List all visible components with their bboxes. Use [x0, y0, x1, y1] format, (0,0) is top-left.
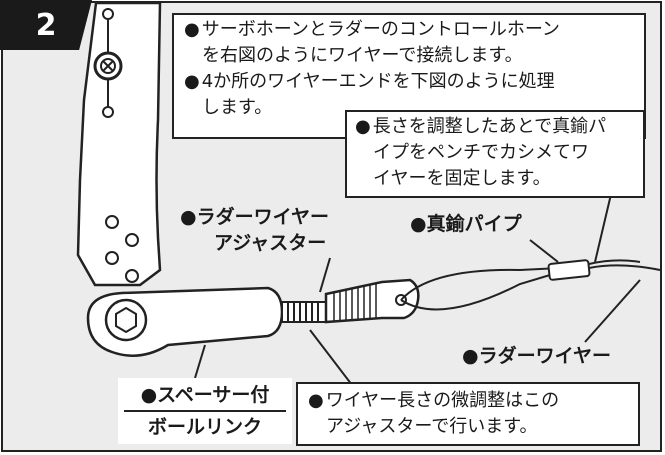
rod-threads — [287, 302, 319, 322]
ball-link-label: ●スペーサー付 ボールリンク — [118, 378, 292, 444]
label-line: ●ラダーワイヤー — [462, 345, 612, 367]
note-line: イヤーを固定します。 — [373, 168, 551, 189]
rudder-wire-label: ●ラダーワイヤー — [462, 343, 611, 369]
leader-lines — [194, 189, 641, 386]
bullet-icon: ● — [184, 19, 200, 40]
phillips-screw-icon — [93, 51, 123, 81]
note-line: します。 — [202, 97, 273, 118]
adjuster-knurl — [333, 284, 377, 322]
bullet-icon: ● — [355, 116, 371, 137]
brass-pipe-note: ●長さを調整したあとで真鍮パ イプをペンチでカシメてワ イヤーを固定します。 — [345, 110, 645, 198]
label-line: ●真鍮パイプ — [410, 213, 522, 235]
wire-loop — [400, 271, 561, 311]
note-line: を右図のようにワイヤーで接続します。 — [202, 45, 523, 66]
rudder-wire — [588, 264, 661, 271]
adjuster-label: ●ラダーワイヤー アジャスター — [180, 204, 329, 256]
step-number-badge: 2 — [0, 0, 92, 50]
horn-hole — [125, 269, 139, 283]
bullet-icon: ● — [184, 71, 200, 92]
horn-hole — [102, 106, 114, 118]
label-line: アジャスター — [214, 232, 327, 254]
note-line: イプをペンチでカシメてワ — [373, 142, 589, 163]
bullet-icon: ● — [308, 390, 324, 411]
horn-hole — [105, 215, 119, 229]
adjuster-body — [324, 278, 420, 324]
horn-hole — [125, 233, 139, 247]
note-line: 4か所のワイヤーエンドを下図のように処理 — [201, 71, 555, 92]
adjuster-note: ●ワイヤー長さの微調整はこの アジャスターで行います。 — [296, 382, 640, 446]
wire-loop — [400, 267, 561, 301]
note-line: アジャスターで行います。 — [326, 416, 538, 437]
horn-hole — [102, 8, 114, 20]
label-line: ボールリンク — [147, 416, 262, 438]
horn-hole — [105, 251, 119, 265]
brass-pipe-label: ●真鍮パイプ — [410, 211, 522, 237]
label-line: ●ラダーワイヤー — [180, 206, 330, 228]
wire-tail — [588, 259, 641, 265]
note-line: ワイヤー長さの微調整はこの — [325, 390, 560, 411]
label-line: ●スペーサー付 — [124, 380, 286, 412]
hex-socket-icon — [104, 298, 148, 342]
note-line: 長さを調整したあとで真鍮パ — [372, 116, 607, 137]
servo-horn-arm — [76, 1, 162, 287]
note-line: サーボホーンとラダーのコントロールホーン — [201, 19, 560, 40]
brass-pipe — [547, 259, 591, 281]
